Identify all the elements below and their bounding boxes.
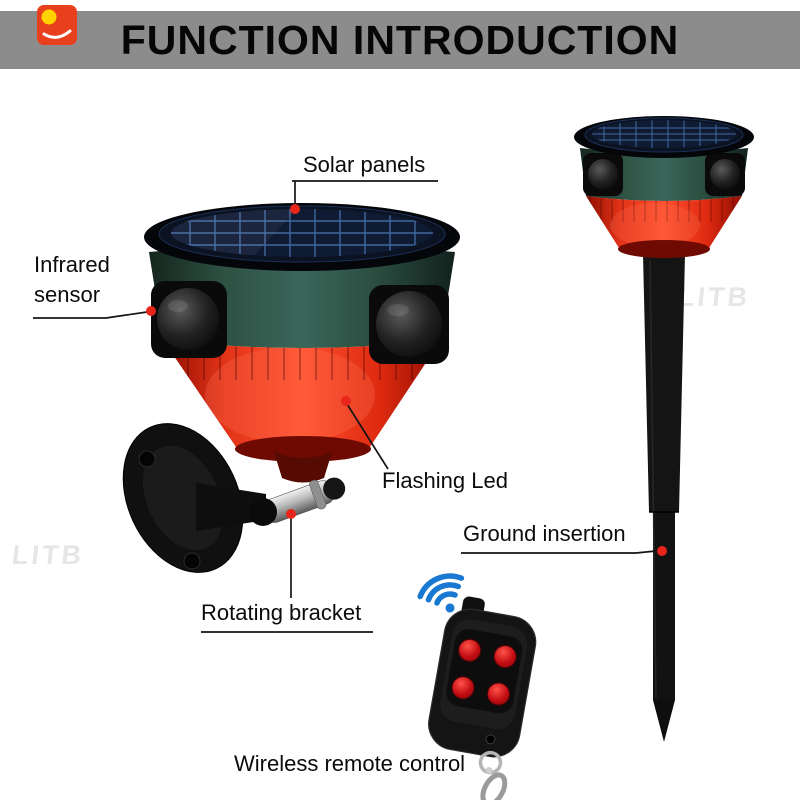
stake-solar-panel: [574, 116, 754, 158]
main-infrared-sensor-left: [151, 281, 227, 358]
stake-infrared-sensor-left: [583, 153, 623, 196]
litb-logo: [36, 4, 78, 46]
callout-ground-insertion: [461, 546, 667, 556]
litb-logo-icon: [37, 5, 77, 45]
remote-buttons: [451, 638, 517, 706]
main-infrared-sensor-right: [369, 285, 449, 364]
label-wireless-remote-control: Wireless remote control: [234, 751, 466, 776]
label-solar-panels: Solar panels: [303, 152, 426, 177]
keychain-clip: [478, 750, 508, 800]
rotating-pivot: [261, 477, 346, 523]
main-flashing-led-body: [163, 340, 441, 454]
callout-dot: [146, 306, 156, 316]
main-solar-panel: [144, 203, 460, 271]
mounting-bracket: [122, 423, 346, 573]
stake-flashing-led-body: [586, 196, 742, 253]
page-title: FUNCTION INTRODUCTION: [120, 16, 680, 63]
label-flashing-led: Flashing Led: [382, 468, 508, 493]
title-banner: FUNCTION INTRODUCTION: [0, 11, 800, 69]
stake-infrared-sensor-right: [705, 153, 745, 196]
label-infrared-sensor: Infrared sensor: [34, 252, 110, 307]
remote-control: [428, 596, 537, 800]
wifi-signal-icon: [417, 573, 465, 613]
callout-dot: [290, 204, 300, 214]
label-rotating-bracket: Rotating bracket: [201, 600, 362, 625]
callout-dot: [341, 396, 351, 406]
callout-solar-panels: [290, 180, 438, 214]
label-ground-insertion: Ground insertion: [463, 521, 626, 546]
callout-infrared-sensor: [33, 306, 156, 319]
callout-flashing-led: [341, 396, 389, 470]
callout-rotating-bracket: [201, 509, 373, 633]
callout-dot: [657, 546, 667, 556]
staked-device: [574, 116, 754, 742]
callout-dot: [286, 509, 296, 519]
ground-stake: [643, 254, 685, 742]
main-device: [122, 203, 460, 573]
